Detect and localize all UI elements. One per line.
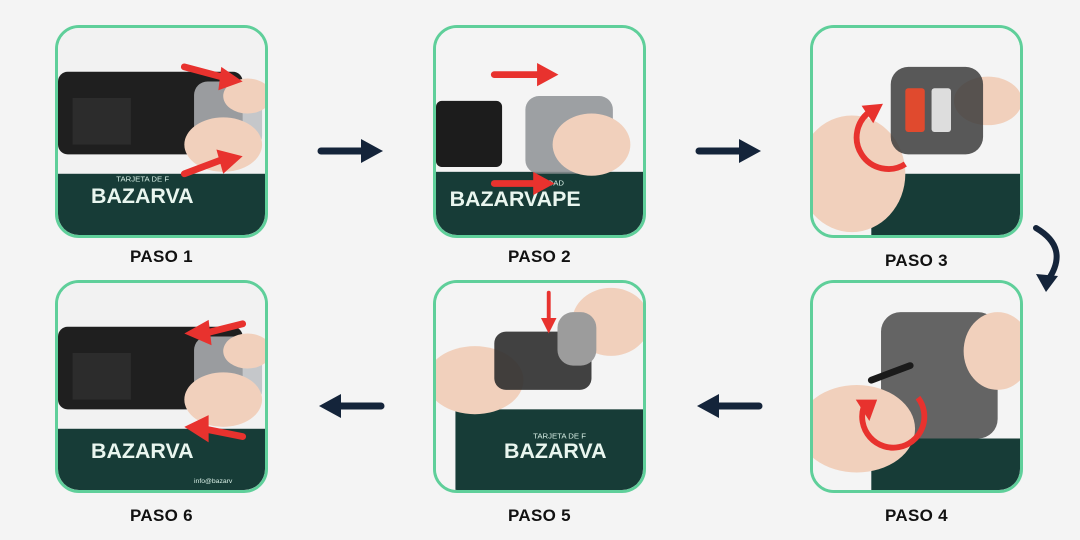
card-email-text: info@bazarv bbox=[194, 478, 233, 485]
step-1-image: BAZARVA TARJETA DE F bbox=[55, 25, 268, 238]
curved-arrow-down-icon bbox=[1022, 222, 1072, 294]
step-5-label: PASO 5 bbox=[433, 506, 646, 526]
card-brand2-text: BAZARVAPE bbox=[450, 187, 581, 211]
step-5-image: BAZARVA TARJETA DE F bbox=[433, 280, 646, 493]
card-brand-text: BAZARVA bbox=[91, 439, 194, 463]
arrow-left-icon bbox=[317, 392, 385, 420]
card-brand-text: BAZARVA bbox=[91, 184, 194, 208]
step-3-label: PASO 3 bbox=[810, 251, 1023, 271]
step-2-label: PASO 2 bbox=[433, 247, 646, 267]
card-brand-text: BAZARVA bbox=[504, 439, 607, 463]
step-4-label: PASO 4 bbox=[810, 506, 1023, 526]
step-6-label: PASO 6 bbox=[55, 506, 268, 526]
arrow-left-icon bbox=[695, 392, 763, 420]
card-tarjeta-text: TARJETA DE F bbox=[116, 175, 169, 184]
arrow-right-icon bbox=[695, 137, 763, 165]
card-tarjeta-text: TARJETA DE F bbox=[533, 431, 586, 440]
step-3-image bbox=[810, 25, 1023, 238]
arrow-right-icon bbox=[317, 137, 385, 165]
step-1-label: PASO 1 bbox=[55, 247, 268, 267]
step-4-image bbox=[810, 280, 1023, 493]
step-2-image: BAZARVAPE FIDELIDAD bbox=[433, 25, 646, 238]
step-6-image: BAZARVA info@bazarv bbox=[55, 280, 268, 493]
